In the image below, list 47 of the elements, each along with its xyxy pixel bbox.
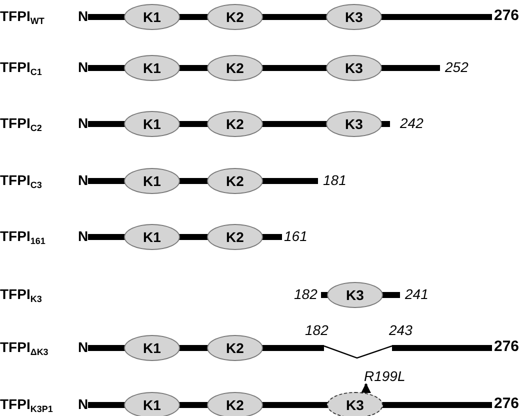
domain-ellipse: K2 xyxy=(207,392,263,416)
domain-ellipse: K2 xyxy=(207,168,263,194)
terminus-label: N xyxy=(78,396,88,412)
construct-name: TFPI$_{ΔK3}$ xyxy=(0,339,48,355)
domain-ellipse: K1 xyxy=(124,224,180,250)
residue-number: 241 xyxy=(405,286,428,302)
domain-ellipse: K2 xyxy=(207,111,263,137)
terminus-label: N xyxy=(78,8,88,24)
domain-ellipse: K3 xyxy=(326,55,382,81)
domain-ellipse: K3 xyxy=(326,4,382,30)
construct-name: TFPI$_{C2}$ xyxy=(0,115,42,131)
domain-ellipse: K2 xyxy=(207,55,263,81)
residue-number: 181 xyxy=(323,172,346,188)
residue-number: 182 xyxy=(305,322,328,338)
construct-name: TFPI$_{K3P1}$ xyxy=(0,396,53,412)
construct-name: TFPI$_{C3}$ xyxy=(0,172,42,188)
domain-ellipse: K3 xyxy=(326,111,382,137)
domain-ellipse: K3 xyxy=(327,282,383,308)
domain-ellipse: K3 xyxy=(327,392,383,416)
construct-name: TFPI$_{C1}$ xyxy=(0,59,42,75)
domain-ellipse: K1 xyxy=(124,168,180,194)
residue-number: 242 xyxy=(400,115,424,131)
residue-number: 252 xyxy=(445,59,468,75)
domain-ellipse: K1 xyxy=(124,335,180,361)
terminus-label: N xyxy=(78,339,88,355)
domain-ellipse: K2 xyxy=(207,4,263,30)
terminus-label: N xyxy=(78,59,88,75)
domain-ellipse: K2 xyxy=(207,224,263,250)
domain-ellipse: K1 xyxy=(124,392,180,416)
residue-number: 276 xyxy=(494,396,520,412)
domain-ellipse: K1 xyxy=(124,55,180,81)
residue-number: 243 xyxy=(389,322,412,338)
residue-number: 182 xyxy=(294,286,318,302)
residue-number: 276 xyxy=(494,8,520,24)
mutation-label: R199L xyxy=(364,368,406,384)
arrow xyxy=(361,383,371,393)
domain-ellipse: K1 xyxy=(124,4,180,30)
domain-ellipse: K2 xyxy=(207,335,263,361)
domain-ellipse: K1 xyxy=(124,111,180,137)
residue-number: 276 xyxy=(494,339,520,355)
terminus-label: N xyxy=(78,172,88,188)
construct-name: TFPI$_{K3}$ xyxy=(0,286,42,302)
construct-name: TFPI$_{161}$ xyxy=(0,228,46,244)
terminus-label: N xyxy=(78,115,88,131)
terminus-label: N xyxy=(78,228,88,244)
residue-number: 161 xyxy=(284,228,308,244)
construct-name: TFPI$_{WT}$ xyxy=(0,8,44,24)
